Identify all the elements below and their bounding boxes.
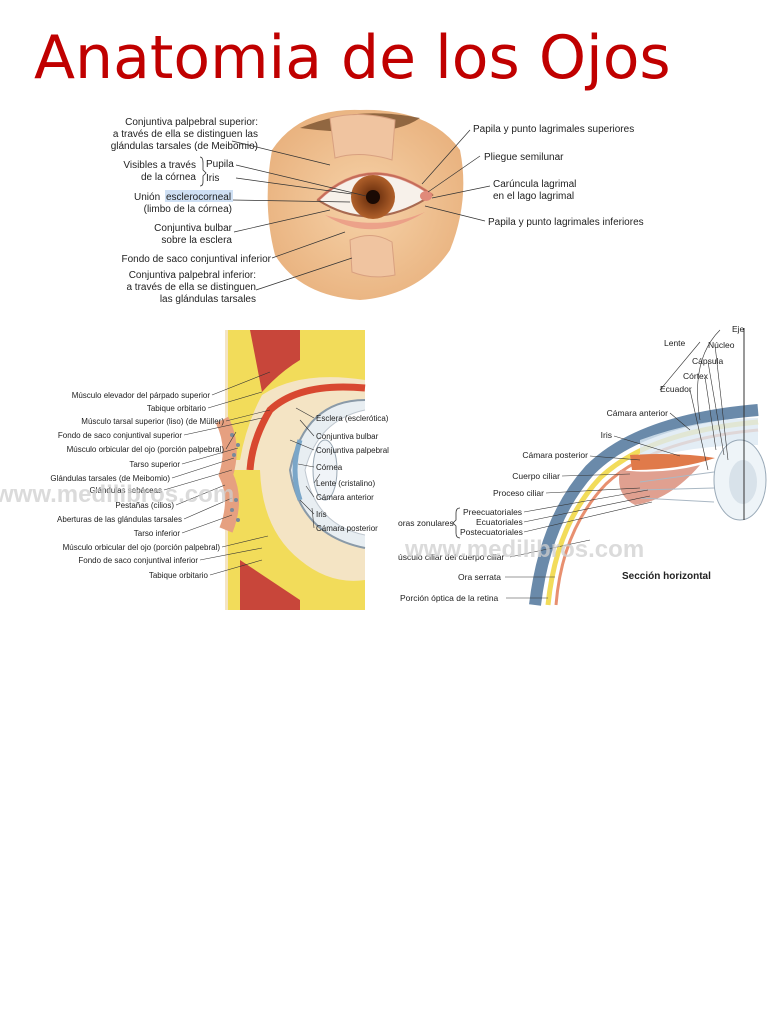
label-tabique-orbitario-inf: Tabique orbitario (149, 571, 209, 580)
label-pliegue-semilunar: Pliegue semilunar (484, 152, 564, 163)
watermark-left: www.medilibros.com (0, 481, 234, 508)
label-preecuatoriales: Preecuatoriales (463, 507, 522, 517)
sagittal-leader-lines (163, 371, 321, 576)
caption-seccion-horizontal: Sección horizontal (622, 571, 711, 582)
horizontal-labels: Lente Eje Núcleo Cápsula Córtex Ecuador … (398, 324, 745, 603)
label-cortex: Córtex (683, 371, 709, 381)
horizontal-leader-lines (505, 329, 729, 599)
label-lente: Lente (664, 338, 686, 348)
label-fondo-saco-superior: Fondo de saco conjuntival superior (58, 431, 182, 440)
label-esclera: Esclera (esclerótica) (316, 414, 389, 423)
label-visibles-1: Visibles a través (123, 160, 196, 171)
label-orbicular-sup: Músculo orbicular del ojo (porción palpe… (67, 445, 225, 454)
label-lente: Lente (cristalino) (316, 479, 375, 488)
label-musculo-ciliar: úsculo ciliar del cuerpo ciliar (398, 552, 504, 562)
label-cuerpo-ciliar: Cuerpo ciliar (512, 471, 560, 481)
label-conjuntiva-palpebral-inferior-2: a través de ella se distinguen (126, 282, 256, 293)
label-conjuntiva-bulbar-1: Conjuntiva bulbar (154, 223, 232, 234)
label-camara-posterior: Cámara posterior (522, 450, 588, 460)
brace-fibras-zonulares (452, 507, 461, 539)
label-glandulas-tarsales: Glándulas tarsales (de Meibomio) (50, 474, 170, 483)
label-union: Unión (134, 192, 160, 203)
label-conjuntiva-palpebral-inferior-1: Conjuntiva palpebral inferior: (129, 270, 256, 281)
sagittal-section-illustration (215, 330, 366, 610)
label-musculo-tarsal-superior: Músculo tarsal superior (liso) (de Mülle… (81, 417, 224, 426)
label-conjuntiva-palpebral-inferior-3: las glándulas tarsales (160, 294, 256, 305)
label-aberturas-glandulas: Aberturas de las glándulas tarsales (57, 515, 182, 524)
label-porcion-optica-retina: Porción óptica de la retina (400, 593, 499, 603)
label-fondo-saco-inf: Fondo de saco conjuntival inferior (78, 556, 198, 565)
label-ora-serrata: Ora serrata (458, 572, 501, 582)
label-iris: Iris (316, 510, 327, 519)
sagittal-labels: Músculo elevador del párpado superior Ta… (50, 391, 389, 580)
label-pupila: Pupila (206, 159, 234, 170)
label-capsula: Cápsula (692, 356, 723, 366)
highlight-esclerocorneal (165, 190, 233, 202)
label-camara-anterior: Cámara anterior (316, 493, 374, 502)
label-eje: Eje (732, 324, 745, 334)
label-pestanas: Pestañas (cilios) (115, 501, 174, 510)
label-postecuatoriales: Postecuatoriales (460, 527, 523, 537)
label-tarso-inferior: Tarso inferior (134, 529, 181, 538)
label-conjuntiva-bulbar-2: sobre la esclera (161, 235, 232, 246)
eye-front-leader-lines (231, 129, 491, 291)
label-tarso-superior: Tarso superior (129, 460, 180, 469)
label-ecuatoriales: Ecuatoriales (476, 517, 523, 527)
label-visibles-2: de la córnea (141, 172, 196, 183)
label-camara-posterior: Cámara posterior (316, 524, 378, 533)
label-fondo-saco-inferior: Fondo de saco conjuntival inferior (121, 254, 271, 265)
label-fibras-zonulares: oras zonulares (398, 518, 454, 528)
label-musculo-elevador: Músculo elevador del párpado superior (72, 391, 211, 400)
watermark-right: www.medilibros.com (404, 536, 644, 563)
label-orbicular-inf: Músculo orbicular del ojo (porción palpe… (63, 543, 221, 552)
page-title: Anatomia de los Ojos (34, 23, 671, 93)
label-conjuntiva-palpebral-superior-1: Conjuntiva palpebral superior: (125, 117, 258, 128)
brace-visibles (199, 156, 207, 187)
horizontal-section-illustration (529, 328, 767, 606)
label-camara-anterior: Cámara anterior (607, 408, 669, 418)
label-papila-superiores: Papila y punto lagrimales superiores (473, 124, 634, 135)
label-conjuntiva-palpebral: Conjuntiva palpebral (316, 446, 389, 455)
label-papila-inferiores: Papila y punto lagrimales inferiores (488, 217, 644, 228)
label-caruncula-2: en el lago lagrimal (493, 191, 574, 202)
label-iris: Iris (601, 430, 612, 440)
label-limbo-cornea: (limbo de la córnea) (144, 204, 232, 215)
eye-front-labels: Conjuntiva palpebral superior: a través … (111, 117, 644, 305)
label-conjuntiva-bulbar: Conjuntiva bulbar (316, 432, 379, 441)
label-tabique-orbitario-sup: Tabique orbitario (147, 404, 207, 413)
label-cornea: Córnea (316, 463, 343, 472)
label-nucleo: Núcleo (708, 340, 735, 350)
label-glandulas-sebaceas: Glándulas sebáceas (90, 486, 163, 495)
label-proceso-ciliar: Proceso ciliar (493, 488, 544, 498)
label-conjuntiva-palpebral-superior-3: glándulas tarsales (de Meibomio) (111, 141, 258, 152)
eye-front-illustration (267, 109, 464, 300)
label-ecuador: Ecuador (660, 384, 692, 394)
label-esclerocorneal: esclerocorneal (166, 192, 231, 203)
label-iris: Iris (206, 173, 219, 184)
label-caruncula-1: Carúncula lagrimal (493, 179, 576, 190)
label-conjuntiva-palpebral-superior-2: a través de ella se distinguen las (113, 129, 258, 140)
